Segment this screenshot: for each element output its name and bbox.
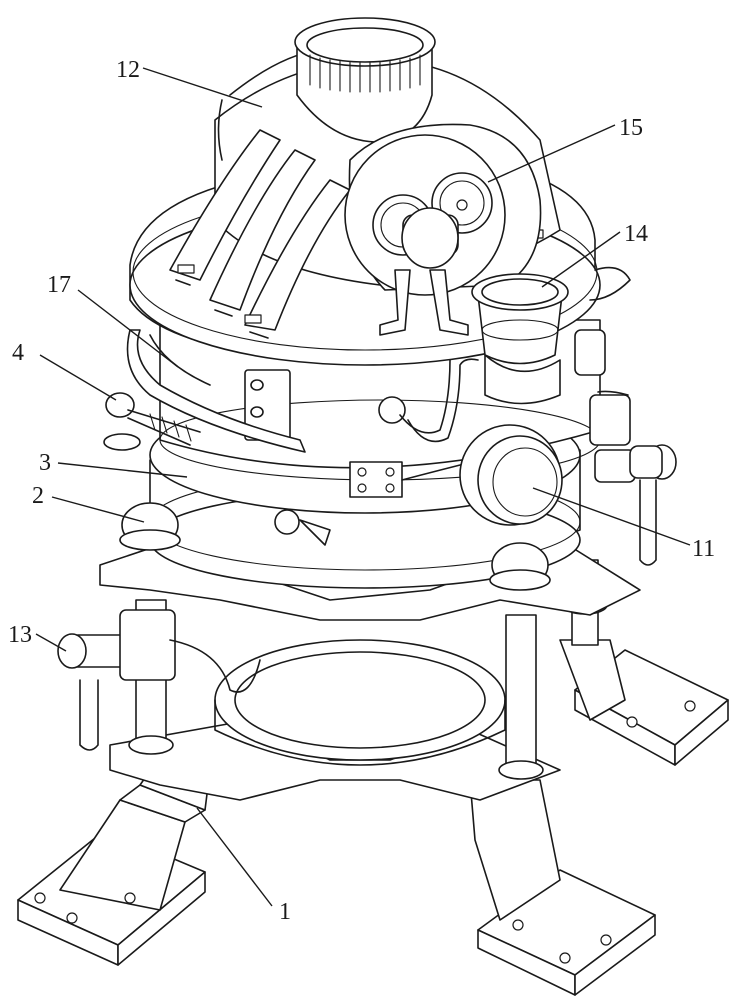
callout-12: 12 <box>116 57 140 83</box>
callout-11: 11 <box>692 536 715 562</box>
callout-17: 17 <box>47 272 71 298</box>
callout-15: 15 <box>619 115 643 141</box>
callout-14: 14 <box>624 221 648 247</box>
callout-labels: 12 15 14 17 4 3 2 11 13 1 <box>8 57 715 925</box>
support-frame <box>17 539 729 996</box>
view-port <box>459 394 677 566</box>
callout-2: 2 <box>32 483 44 509</box>
leader-lines <box>35 67 691 907</box>
side-valve <box>57 609 261 751</box>
callout-1: 1 <box>279 899 291 925</box>
callout-13: 13 <box>8 622 32 648</box>
callout-3: 3 <box>39 450 51 476</box>
guide-rail <box>103 329 306 453</box>
callout-4: 4 <box>12 340 24 366</box>
inlet-funnel <box>471 266 631 410</box>
gear-housing <box>344 123 542 336</box>
